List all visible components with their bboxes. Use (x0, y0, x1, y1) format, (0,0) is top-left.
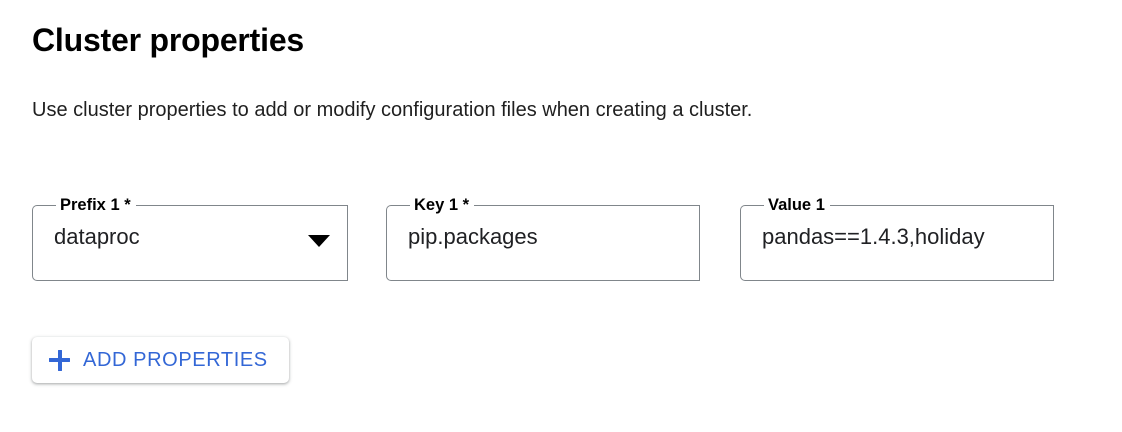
page-title: Cluster properties (32, 22, 305, 58)
prefix-field-value: dataproc (54, 224, 140, 249)
value-field-value: pandas==1.4.3,holiday (762, 224, 985, 249)
dropdown-triangle-icon[interactable] (308, 235, 330, 247)
prefix-select-field[interactable]: Prefix 1 * dataproc (32, 196, 348, 281)
plus-icon (49, 349, 70, 371)
page-description: Use cluster properties to add or modify … (32, 99, 753, 121)
value-input-field[interactable]: Value 1 pandas==1.4.3,holiday (740, 196, 1054, 281)
prefix-field-label: Prefix 1 * (56, 196, 136, 214)
add-properties-button[interactable]: ADD PROPERTIES (32, 337, 289, 383)
cluster-properties-row: Prefix 1 * dataproc Key 1 * pip.packages… (0, 195, 1122, 291)
key-field-value: pip.packages (408, 224, 538, 249)
value-field-label: Value 1 (764, 196, 830, 214)
add-properties-label: ADD PROPERTIES (83, 348, 268, 371)
key-input-field[interactable]: Key 1 * pip.packages (386, 196, 700, 281)
key-field-label: Key 1 * (410, 196, 475, 214)
